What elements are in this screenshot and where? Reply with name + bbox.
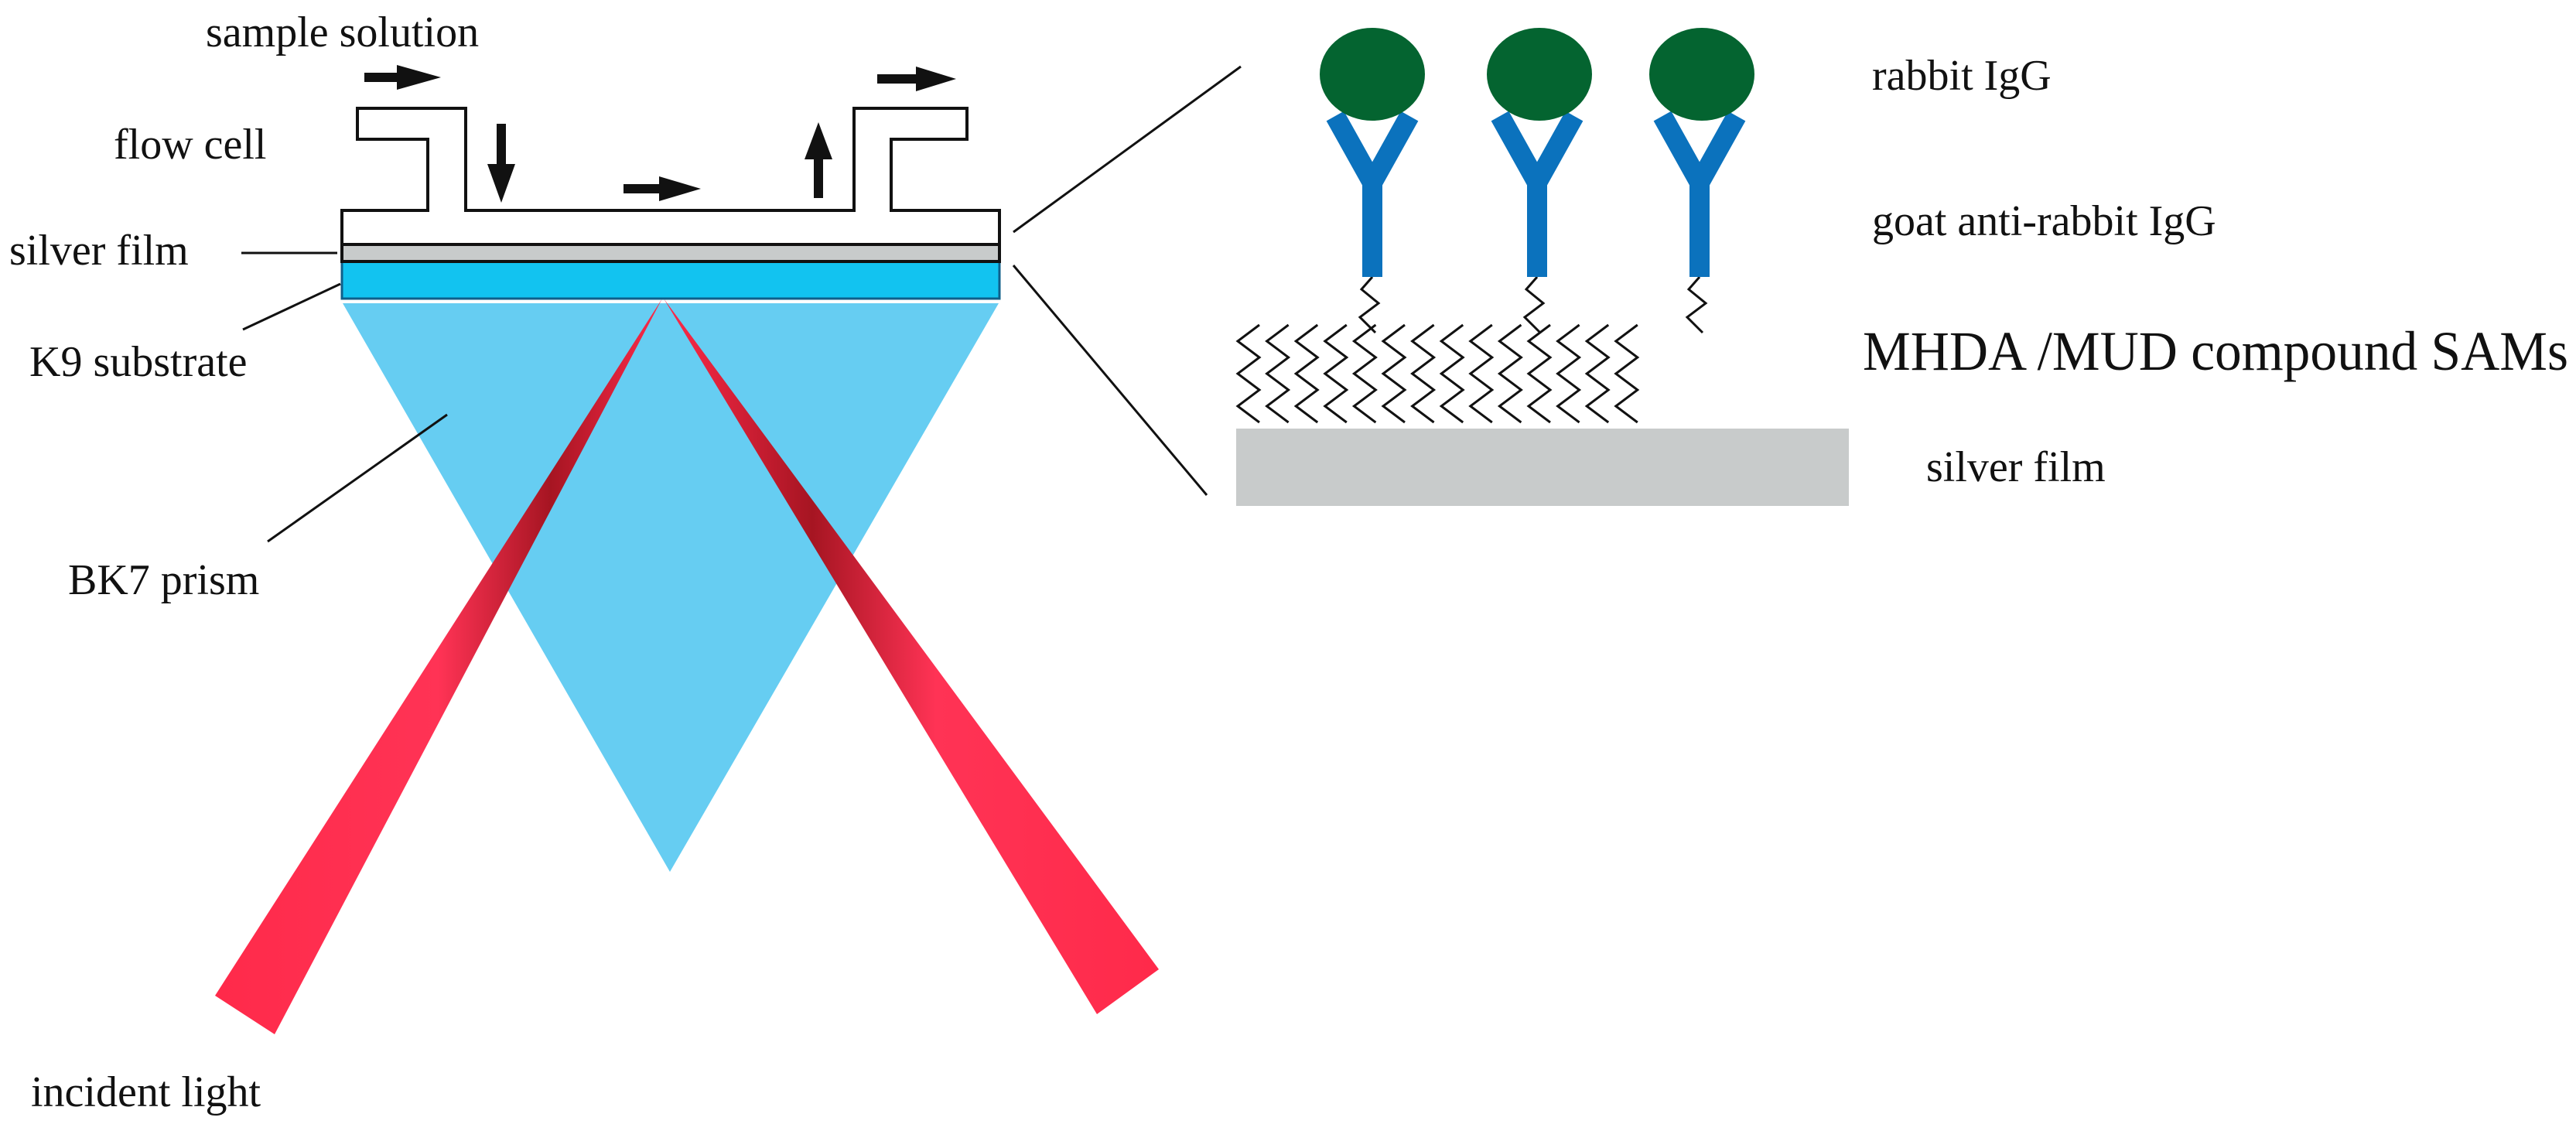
linker-chain <box>1685 276 1708 334</box>
antibody-1 <box>1326 111 1419 277</box>
sam-chain <box>1323 323 1349 424</box>
label-bk7-prism: BK7 prism <box>68 556 259 604</box>
goat-anti-rabbit-igg-icon <box>1491 111 1584 277</box>
goat-anti-rabbit-igg-icon <box>1653 111 1746 277</box>
leader-bk7-prism <box>267 413 448 543</box>
label-rabbit-igg: rabbit IgG <box>1872 52 2052 100</box>
sam-chain <box>1556 323 1582 424</box>
label-k9-substrate: K9 substrate <box>29 338 248 386</box>
sam-chain <box>1410 323 1437 424</box>
linker-chain <box>1358 276 1381 334</box>
rabbit-igg-icon <box>1649 28 1754 121</box>
sam-chain <box>1351 323 1378 424</box>
sam-chain <box>1235 323 1262 424</box>
silver-film-layer <box>340 243 1001 263</box>
reflected-light-beam <box>664 299 1159 1014</box>
flow-arrow-inlet <box>364 65 441 90</box>
sam-chain <box>1293 323 1320 424</box>
sam-chain <box>1526 323 1553 424</box>
label-silver-film-right: silver film <box>1926 443 2106 491</box>
label-flow-cell: flow cell <box>114 121 266 169</box>
antibody-linkers <box>1358 276 1708 334</box>
antibody-2 <box>1491 111 1584 277</box>
rabbit-igg-icon <box>1320 28 1425 121</box>
flow-arrow-channel <box>624 176 701 201</box>
antibody-3 <box>1653 111 1746 277</box>
silver-film-detail <box>1236 429 1849 506</box>
bk7-prism <box>343 303 999 872</box>
zoom-line-bottom <box>1012 265 1208 496</box>
sam-chain <box>1497 323 1523 424</box>
flow-arrow-up <box>805 122 832 198</box>
flow-cell <box>340 107 1001 246</box>
sam-chain <box>1439 323 1465 424</box>
flow-arrow-outlet <box>877 67 956 91</box>
goat-anti-rabbit-igg-icon <box>1326 111 1419 277</box>
zoom-line-top <box>1013 65 1242 234</box>
sam-chain <box>1381 323 1407 424</box>
linker-chain <box>1522 276 1546 334</box>
label-silver-film-left: silver film <box>9 227 189 275</box>
sam-chain <box>1614 323 1640 424</box>
sam-chain <box>1468 323 1495 424</box>
label-goat-anti-rabbit-igg: goat anti-rabbit IgG <box>1872 197 2216 245</box>
incident-light-beam <box>215 299 662 1034</box>
label-sams: MHDA /MUD compound SAMs <box>1863 320 2568 382</box>
sam-chain <box>1265 323 1291 424</box>
sam-monolayer <box>1235 323 1640 424</box>
rabbit-igg-icon <box>1487 28 1592 121</box>
flow-arrow-down <box>487 124 515 203</box>
k9-substrate <box>340 260 1001 300</box>
label-incident-light: incident light <box>31 1068 261 1116</box>
label-sample-solution: sample solution <box>206 9 479 56</box>
sam-chain <box>1584 323 1611 424</box>
leader-k9-substrate <box>242 282 341 331</box>
